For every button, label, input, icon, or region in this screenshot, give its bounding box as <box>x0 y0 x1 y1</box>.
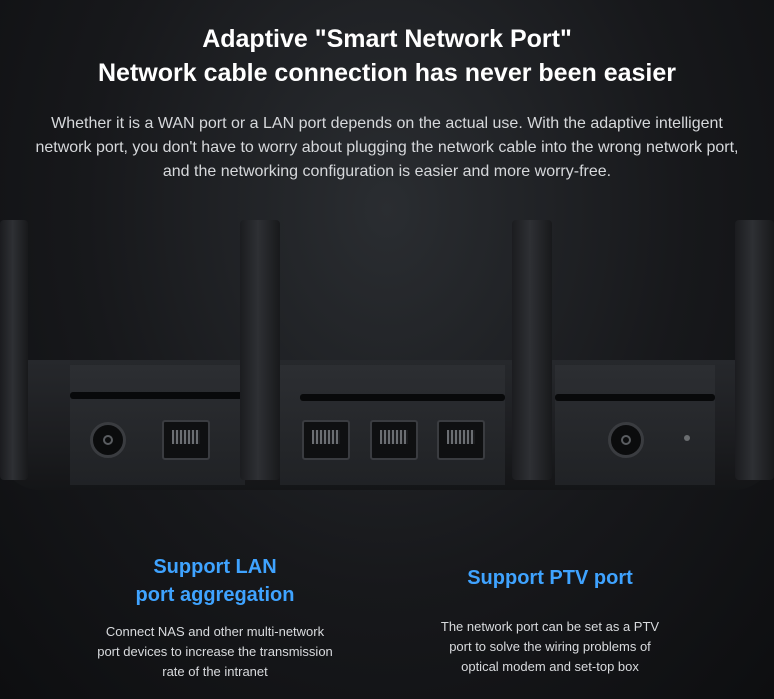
power-jack <box>90 422 126 458</box>
vent-slot <box>555 394 715 401</box>
headline-line-2: Network cable connection has never been … <box>97 59 676 87</box>
reset-pinhole <box>684 435 690 441</box>
antenna <box>735 220 774 480</box>
mesh-button <box>608 422 644 458</box>
ethernet-port <box>437 420 485 460</box>
headline: Adaptive "Smart Network Port" Network ca… <box>0 22 774 90</box>
intro-paragraph: Whether it is a WAN port or a LAN port d… <box>35 115 739 180</box>
antenna <box>0 220 28 480</box>
vent-slot <box>70 392 245 399</box>
feature-title-lan-aggregation: Support LAN port aggregation <box>135 556 295 606</box>
ethernet-port <box>162 420 210 460</box>
feature-title-ptv-port: Support PTV port <box>467 567 633 589</box>
ethernet-port <box>302 420 350 460</box>
feature-desc-ptv-port: The network port can be set as a PTV por… <box>440 619 660 674</box>
ethernet-port <box>370 420 418 460</box>
feature-desc-lan-aggregation: Connect NAS and other multi-network port… <box>97 624 333 679</box>
headline-line-1: Adaptive "Smart Network Port" <box>202 25 572 53</box>
antenna <box>512 220 552 480</box>
antenna <box>240 220 280 480</box>
vent-slot <box>300 394 505 401</box>
